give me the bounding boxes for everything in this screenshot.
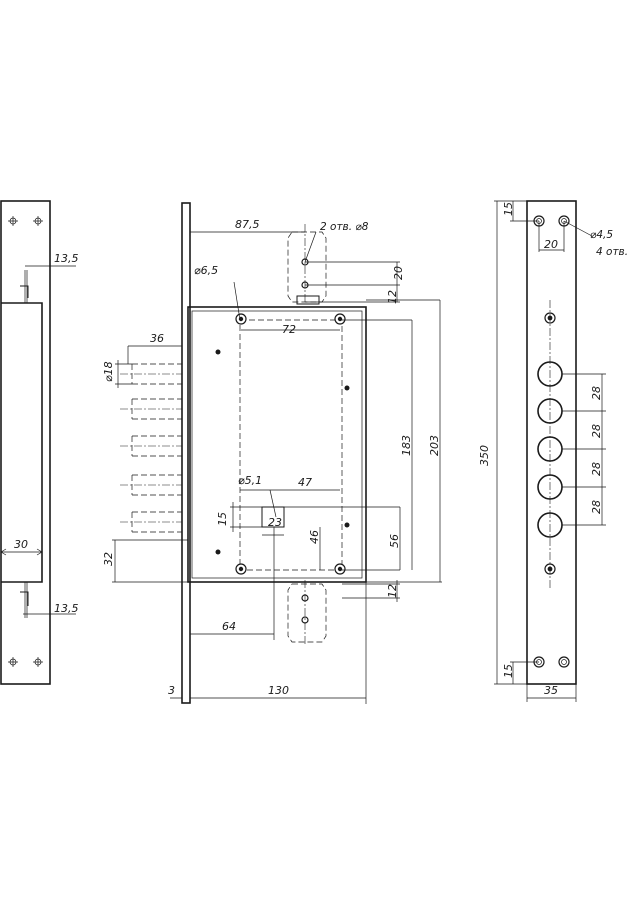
dim-d18: ⌀18 xyxy=(102,361,115,382)
dim-center-12-top: 12 xyxy=(386,290,399,304)
dim-center-15: 15 xyxy=(216,512,229,526)
center-faceplate xyxy=(181,202,191,704)
spindle-square xyxy=(261,506,285,528)
right-dimension-lines xyxy=(494,200,606,702)
top-strike-plate xyxy=(287,224,327,305)
mounting-holes xyxy=(215,313,350,575)
right-screw-holes xyxy=(533,215,570,668)
dim-center-20: 20 xyxy=(392,266,405,280)
dim-d6-5: ⌀6,5 xyxy=(194,264,218,277)
dim-right-15-bottom: 15 xyxy=(502,664,515,678)
right-strike-view: 15 20 ⌀4,5 4 отв. 350 28 28 28 28 15 35 xyxy=(478,200,628,702)
center-dimension-lines xyxy=(112,228,442,704)
dim-left-13-5-top: 13,5 xyxy=(54,252,79,265)
dim-d5-1: ⌀5,1 xyxy=(238,474,262,487)
left-side-view: 13,5 30 13,5 xyxy=(0,200,79,685)
left-faceplate xyxy=(0,200,51,685)
dim-28-1: 28 xyxy=(590,386,603,400)
dim-3: 3 xyxy=(168,684,175,697)
dim-2-holes-d8: 2 отв. ⌀8 xyxy=(320,221,369,233)
dim-72: 72 xyxy=(282,323,296,336)
left-lock-body xyxy=(1,302,43,583)
dim-right-20: 20 xyxy=(544,238,558,251)
dim-32: 32 xyxy=(102,552,115,566)
dim-28-3: 28 xyxy=(590,462,603,476)
dim-right-15-top: 15 xyxy=(502,202,515,216)
dim-64: 64 xyxy=(222,620,236,633)
dim-46: 46 xyxy=(308,530,321,544)
left-bottom-bracket xyxy=(24,582,28,618)
dim-47: 47 xyxy=(298,476,312,489)
dim-left-30: 30 xyxy=(14,538,28,551)
dim-350: 350 xyxy=(478,445,491,466)
dim-203: 203 xyxy=(428,435,441,456)
lock-case-outer xyxy=(187,306,367,583)
dim-left-13-5-bottom: 13,5 xyxy=(54,602,79,615)
dim-28-2: 28 xyxy=(590,424,603,438)
dim-130: 130 xyxy=(268,684,289,697)
left-top-screw-marks xyxy=(8,216,43,667)
dim-28-4: 28 xyxy=(590,500,603,514)
cylinder-outline xyxy=(239,319,343,571)
bottom-strike-plate xyxy=(287,580,327,644)
right-strike-plate xyxy=(526,200,577,685)
dim-center-12-bottom: 12 xyxy=(386,584,399,598)
dim-183: 183 xyxy=(400,435,413,456)
lock-case-inner xyxy=(191,310,363,579)
dim-4-holes: 4 отв. xyxy=(596,246,628,258)
dim-d4-5: ⌀4,5 xyxy=(590,229,613,241)
dim-right-35: 35 xyxy=(544,684,558,697)
center-front-view: 87,5 2 отв. ⌀8 20 12 ⌀6,5 72 36 ⌀18 183 … xyxy=(102,202,442,704)
dim-23: 23 xyxy=(268,516,282,529)
bolts xyxy=(120,363,182,533)
dim-56: 56 xyxy=(388,534,401,548)
dim-87-5: 87,5 xyxy=(235,218,260,231)
dim-36: 36 xyxy=(150,332,164,345)
